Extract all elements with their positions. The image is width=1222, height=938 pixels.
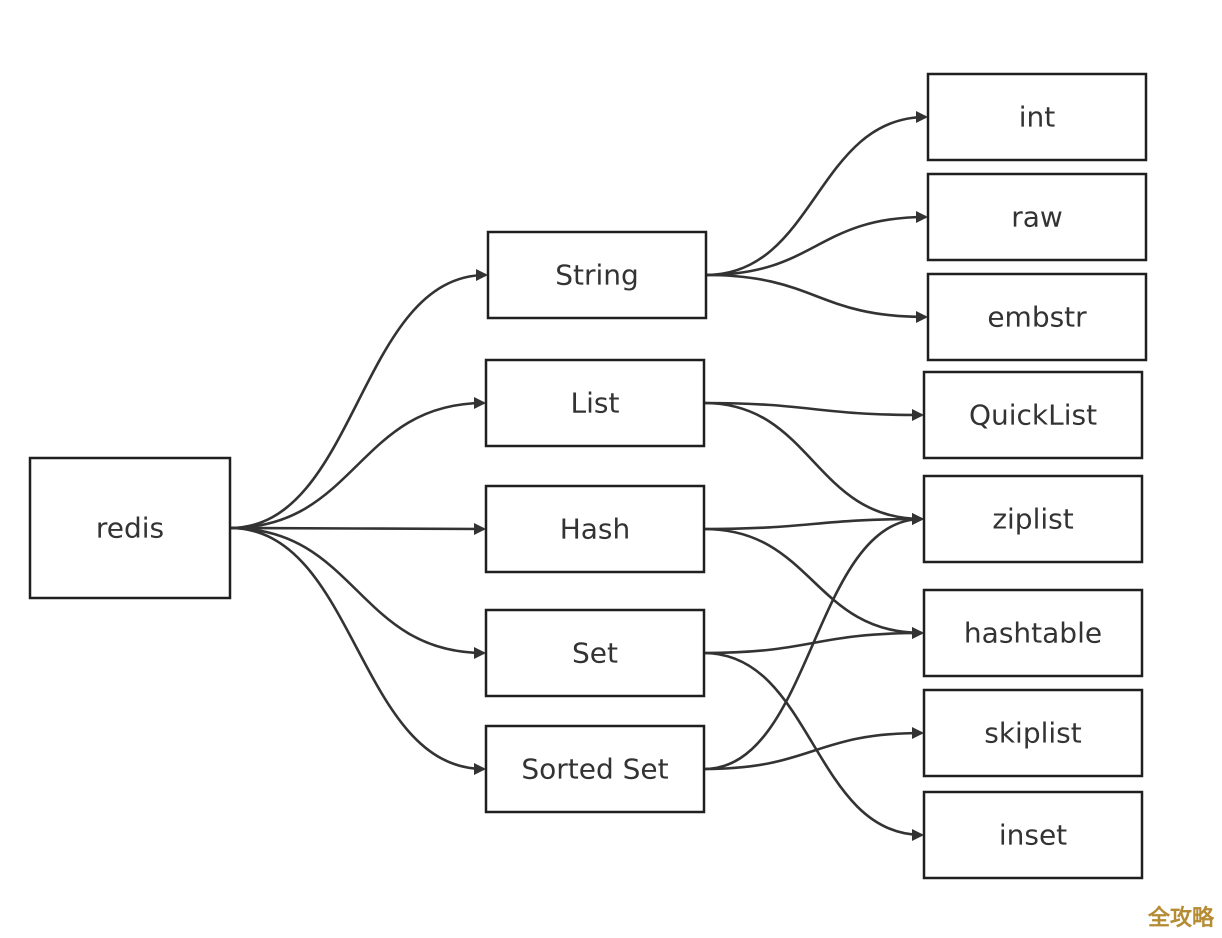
node-set: Set [484, 608, 706, 698]
node-hash: Hash [484, 484, 706, 574]
node-box [926, 72, 1148, 162]
node-string: String [486, 230, 708, 320]
node-box [922, 790, 1144, 880]
node-label: Sorted Set [521, 753, 668, 786]
edge-hash-to-ziplist [703, 513, 924, 531]
edge-list-to-ziplist [703, 401, 924, 525]
watermark-text: 全攻略 [1147, 906, 1214, 931]
node-list: List [484, 358, 706, 448]
edge-set-to-inset [703, 651, 924, 841]
node-label: redis [96, 512, 164, 545]
node-zset: Sorted Set [484, 724, 706, 814]
edge-string-to-int [705, 111, 928, 277]
node-box [926, 172, 1148, 262]
node-label: String [555, 259, 639, 292]
node-label: raw [1011, 201, 1063, 234]
node-label: ziplist [992, 503, 1073, 536]
node-box [484, 484, 706, 574]
node-inset: inset [922, 790, 1144, 880]
node-box [484, 358, 706, 448]
node-label: inset [999, 819, 1067, 852]
node-box [922, 474, 1144, 564]
node-box [484, 608, 706, 698]
node-embstr: embstr [926, 272, 1148, 362]
edge-string-to-embstr [705, 273, 928, 323]
node-quicklist: QuickList [922, 370, 1144, 460]
node-int: int [926, 72, 1148, 162]
node-hashtable: hashtable [922, 588, 1144, 678]
node-ziplist: ziplist [922, 474, 1144, 564]
node-raw: raw [926, 172, 1148, 262]
node-box [484, 724, 706, 814]
edges-layer [229, 111, 928, 841]
edge-redis-to-string [229, 269, 488, 530]
node-label: Set [572, 637, 618, 670]
edge-zset-to-ziplist [703, 513, 924, 771]
edge-redis-to-hash [229, 522, 486, 535]
node-box [28, 456, 232, 600]
node-box [922, 688, 1144, 778]
node-skiplist: skiplist [922, 688, 1144, 778]
edge-redis-to-zset [229, 526, 486, 775]
edge-redis-to-set [229, 526, 486, 659]
edge-string-to-raw [705, 211, 928, 277]
node-label: List [571, 387, 620, 420]
node-label: skiplist [984, 717, 1082, 750]
edge-hash-to-hashtable [703, 527, 924, 639]
edge-redis-to-list [229, 397, 486, 530]
node-redis: redis [28, 456, 232, 600]
node-box [922, 370, 1144, 460]
edge-list-to-quicklist [703, 401, 924, 421]
node-label: int [1019, 101, 1056, 134]
node-box [926, 272, 1148, 362]
node-box [922, 588, 1144, 678]
node-label: QuickList [969, 399, 1097, 432]
edge-zset-to-skiplist [703, 727, 924, 771]
node-label: Hash [560, 513, 631, 546]
node-box [486, 230, 708, 320]
node-label: hashtable [964, 617, 1102, 650]
node-label: embstr [987, 301, 1087, 334]
